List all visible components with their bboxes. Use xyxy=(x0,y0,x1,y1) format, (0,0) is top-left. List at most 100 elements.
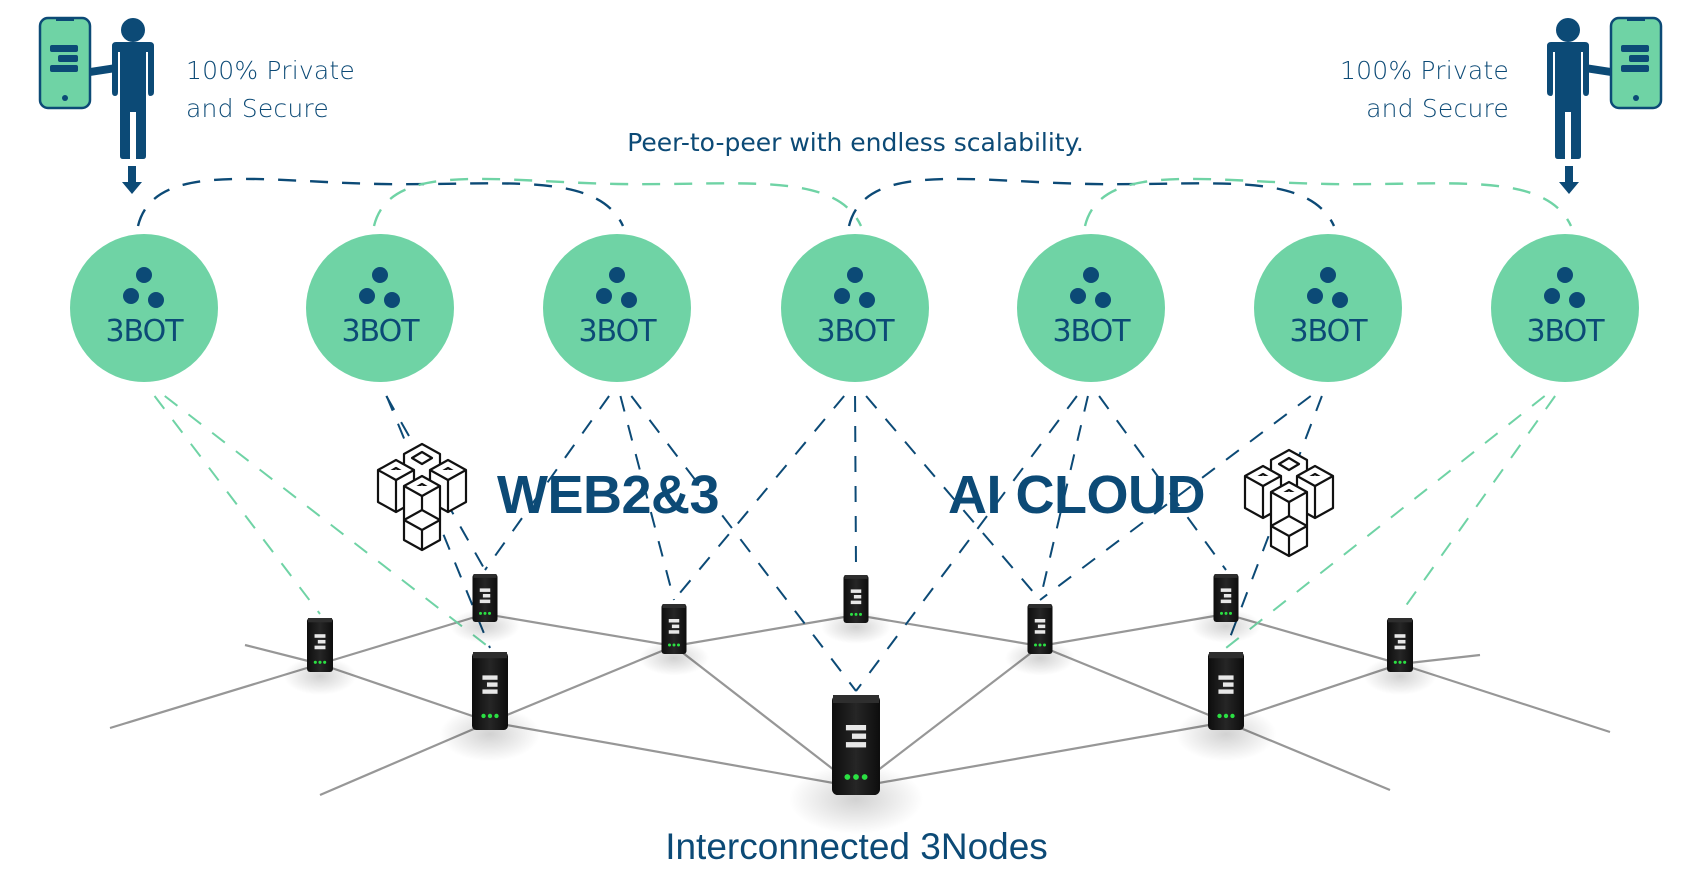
dot-icon xyxy=(384,292,400,308)
node-top xyxy=(844,575,868,579)
logo-bar xyxy=(668,630,680,634)
node-shadow xyxy=(1191,609,1261,643)
node-row xyxy=(283,574,1437,834)
status-led xyxy=(1398,660,1402,664)
bot-label: 3BOT xyxy=(1526,314,1605,349)
node-shadow xyxy=(283,657,357,695)
peer-arc xyxy=(1083,177,1573,227)
node-body xyxy=(1387,618,1413,672)
peer-arc xyxy=(372,177,863,227)
node-icon xyxy=(450,574,520,643)
bot-node-links xyxy=(153,395,1556,692)
bot-node-link xyxy=(854,395,857,572)
node-shadow xyxy=(1005,640,1075,676)
privacy-line-2: and Secure xyxy=(1366,94,1509,123)
dot-icon xyxy=(1544,288,1560,304)
status-led xyxy=(488,611,491,615)
status-led xyxy=(1224,611,1228,615)
bot-node-link xyxy=(153,395,321,615)
node-icon xyxy=(788,695,924,834)
dot-icon xyxy=(834,288,850,304)
status-led xyxy=(1223,713,1229,719)
node-body xyxy=(661,604,687,654)
logo-bar xyxy=(1037,624,1046,629)
status-led xyxy=(668,643,671,647)
status-led xyxy=(1229,611,1232,615)
status-led xyxy=(1403,660,1407,664)
node-icon xyxy=(639,604,709,676)
bot-node-link xyxy=(630,395,857,692)
status-led xyxy=(1038,643,1042,647)
status-led xyxy=(323,660,327,664)
logo-bar xyxy=(1223,594,1232,598)
status-led xyxy=(494,713,499,719)
bot-node-link xyxy=(1399,395,1556,615)
node-icon xyxy=(1191,574,1261,643)
logo-bar xyxy=(845,742,867,748)
bot-node-link xyxy=(673,395,845,601)
logo-bar xyxy=(1218,689,1234,694)
bot-node-link xyxy=(1039,395,1312,601)
logo-bar xyxy=(668,619,680,623)
mesh-link xyxy=(489,720,857,789)
logo-bar xyxy=(1034,619,1046,623)
bot-disc xyxy=(1254,234,1402,382)
bot-node-link xyxy=(1225,395,1546,649)
dot-icon xyxy=(609,267,625,283)
dot-icon xyxy=(596,288,612,304)
dot-icon xyxy=(1557,267,1573,283)
node-top xyxy=(1214,574,1238,578)
bot-circle: 3BOT xyxy=(70,234,218,382)
bot-disc xyxy=(1017,234,1165,382)
mesh-link xyxy=(855,645,1041,788)
bot-disc xyxy=(543,234,691,382)
node-shadow xyxy=(1363,657,1437,695)
node-icon xyxy=(1363,618,1437,695)
status-led xyxy=(1220,611,1223,615)
bot-node-link xyxy=(385,395,491,649)
privacy-line-2: and Secure xyxy=(186,94,329,123)
bot-node-link xyxy=(1098,395,1227,571)
logo-bar xyxy=(482,689,498,694)
cubes-icon xyxy=(376,442,468,552)
node-shadow xyxy=(821,610,891,644)
bot-disc xyxy=(70,234,218,382)
node-body xyxy=(472,574,498,622)
dot-icon xyxy=(1083,267,1099,283)
privacy-line-1: 100% Private xyxy=(1340,56,1509,85)
logo-bar xyxy=(1222,682,1234,687)
logo-bar xyxy=(671,624,680,629)
logo-bar xyxy=(850,589,862,593)
status-led xyxy=(1230,713,1235,719)
logo-bar xyxy=(482,675,498,680)
dot-icon xyxy=(1070,288,1086,304)
node-top xyxy=(473,652,507,659)
bot-label: 3BOT xyxy=(1052,314,1131,349)
privacy-line-1: 100% Private xyxy=(186,56,355,85)
bot-node-link xyxy=(855,395,1078,692)
bot-label: 3BOT xyxy=(341,314,420,349)
bot-node-link xyxy=(865,395,1041,601)
node-top xyxy=(662,604,686,608)
node-icon xyxy=(1175,652,1277,762)
logo-bar xyxy=(1220,599,1232,604)
status-led xyxy=(487,713,493,719)
bot-circle: 3BOT xyxy=(1017,234,1165,382)
logo-bar xyxy=(486,682,498,687)
dot-icon xyxy=(372,267,388,283)
logo-bar xyxy=(482,594,491,598)
bot-disc xyxy=(781,234,929,382)
node-shadow xyxy=(439,706,541,762)
mesh-link xyxy=(855,720,1227,789)
node-top xyxy=(308,618,332,623)
tagline: Peer-to-peer with endless scalability. xyxy=(0,128,1701,157)
node-body xyxy=(1027,604,1053,654)
status-led xyxy=(1034,643,1037,647)
bot-label: 3BOT xyxy=(105,314,184,349)
node-icon xyxy=(439,652,541,762)
bot-circle: 3BOT xyxy=(1491,234,1639,382)
logo-bar xyxy=(1397,639,1406,644)
dot-icon xyxy=(136,267,152,283)
